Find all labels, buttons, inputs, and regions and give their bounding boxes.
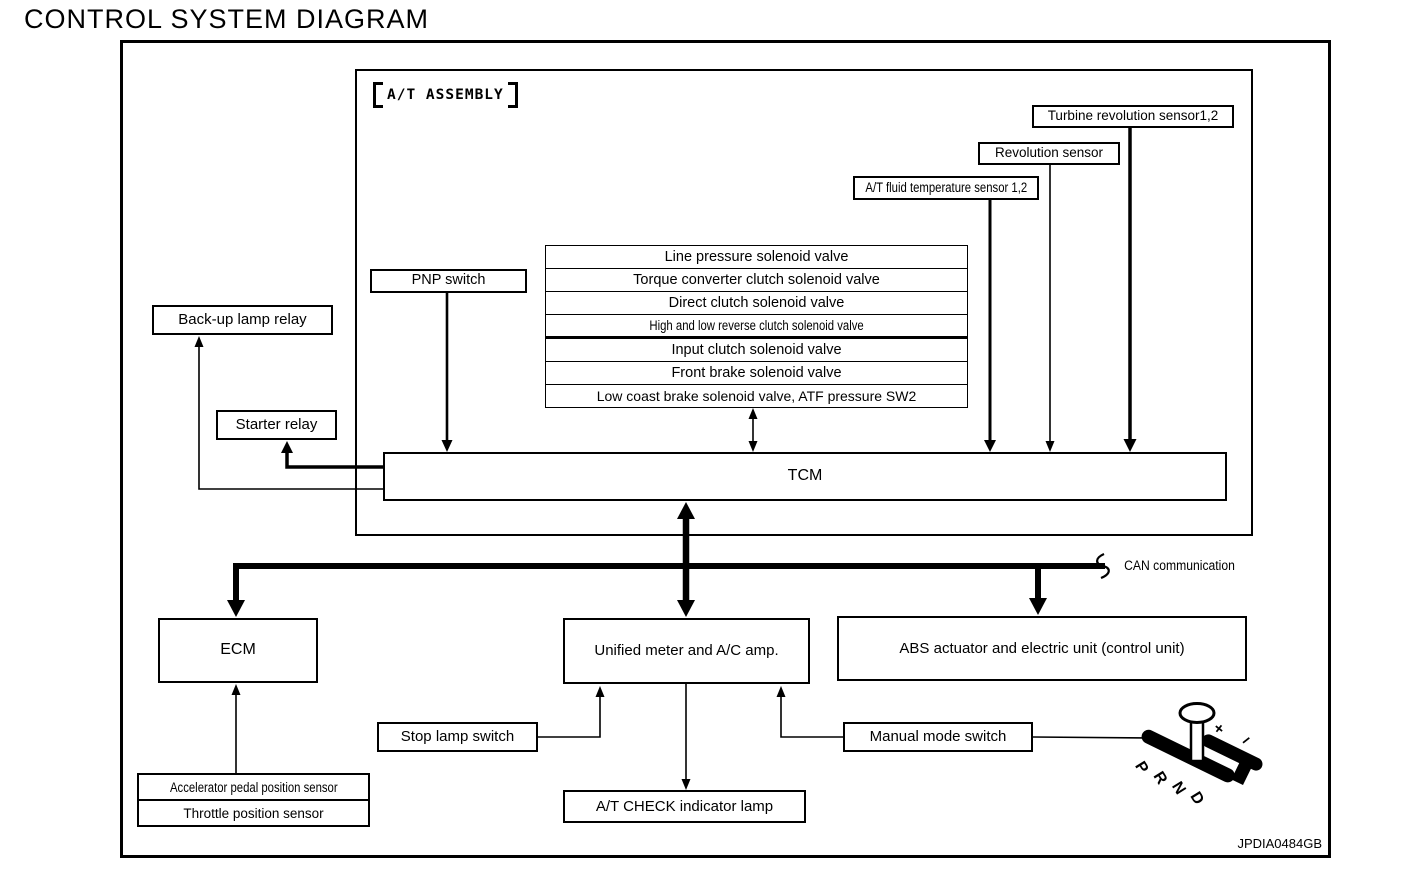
wire-unified-to-check-lamp [681,684,691,790]
wire-tcm-bus-unified-bidirectional [677,502,695,617]
wire-tcm-to-starter-relay [281,441,383,469]
at-check-indicator-lamp-box: A/T CHECK indicator lamp [563,790,806,823]
solenoid-row: Low coast brake solenoid valve, ATF pres… [596,388,917,405]
gate-position-r: R [1150,769,1171,788]
can-bus-line [236,552,1110,580]
wire-revolution-to-tcm [1045,165,1055,452]
solenoid-row: Torque converter clutch solenoid valve [546,269,967,292]
shift-gate-connector [1231,755,1255,786]
backup-lamp-relay-box: Back-up lamp relay [152,305,333,335]
solenoid-row: Direct clutch solenoid valve [546,292,967,315]
solenoid-row: High and low reverse clutch solenoid val… [546,315,967,340]
shift-gate-main [1141,729,1235,783]
wire-tcm-to-backup-lamp-relay [194,336,383,490]
pnp-switch-box: PNP switch [370,269,527,293]
wire-turbine-to-tcm [1123,128,1137,452]
revolution-sensor-box: Revolution sensor [978,142,1120,165]
right-bracket-icon [507,82,518,108]
diagram-outer-frame [120,40,1331,858]
shift-lever-icon: P R N D + − [1131,702,1263,808]
unified-meter-box: Unified meter and A/C amp. [563,618,810,684]
gate-position-d: D [1186,789,1207,808]
figure-code: JPDIA0484GB [1237,836,1322,851]
solenoid-row: Input clutch solenoid valve [546,339,967,363]
wire-fluid-temp-to-tcm [984,200,996,452]
fluid-temperature-sensor-box: A/T fluid temperature sensor 1,2 [853,176,1039,200]
gate-minus-label: − [1238,731,1256,750]
pedal-sensor-row: Throttle position sensor [183,805,324,821]
stop-lamp-switch-box: Stop lamp switch [377,722,538,752]
can-communication-label: CAN communication [1124,558,1235,573]
wire-pnp-to-tcm [441,293,453,452]
manual-mode-switch-box: Manual mode switch [843,722,1033,752]
page-title: CONTROL SYSTEM DIAGRAM [24,4,430,34]
gate-position-n: N [1168,779,1189,798]
wire-stop-lamp-to-unified [538,686,605,738]
wire-solenoid-tcm-bidirectional [748,408,758,452]
at-assembly-label: A/T ASSEMBLY [373,82,518,108]
pedal-sensor-stack: Accelerator pedal position sensor Thrott… [137,773,370,827]
pedal-sensor-row: Accelerator pedal position sensor [139,775,368,801]
solenoid-row: Line pressure solenoid valve [546,246,967,269]
wire-manual-mode-to-unified [776,686,843,738]
wire-manual-mode-to-lever [1032,736,1154,739]
solenoid-valve-stack: Line pressure solenoid valve Torque conv… [545,245,968,408]
can-bus-squiggle-icon [1096,552,1110,580]
solenoid-row: Front brake solenoid valve [546,362,967,386]
wire-pedal-to-ecm [231,684,241,773]
starter-relay-box: Starter relay [216,410,337,440]
wire-bus-to-abs [1029,563,1047,615]
tcm-box: TCM [383,452,1227,501]
shift-lever-knob [1178,702,1216,724]
left-bracket-icon [373,82,383,108]
ecm-box: ECM [158,618,318,683]
abs-actuator-box: ABS actuator and electric unit (control … [837,616,1247,681]
turbine-revolution-sensor-box: Turbine revolution sensor1,2 [1032,105,1234,128]
gate-position-p: P [1131,759,1151,777]
wire-bus-to-ecm [227,563,245,617]
